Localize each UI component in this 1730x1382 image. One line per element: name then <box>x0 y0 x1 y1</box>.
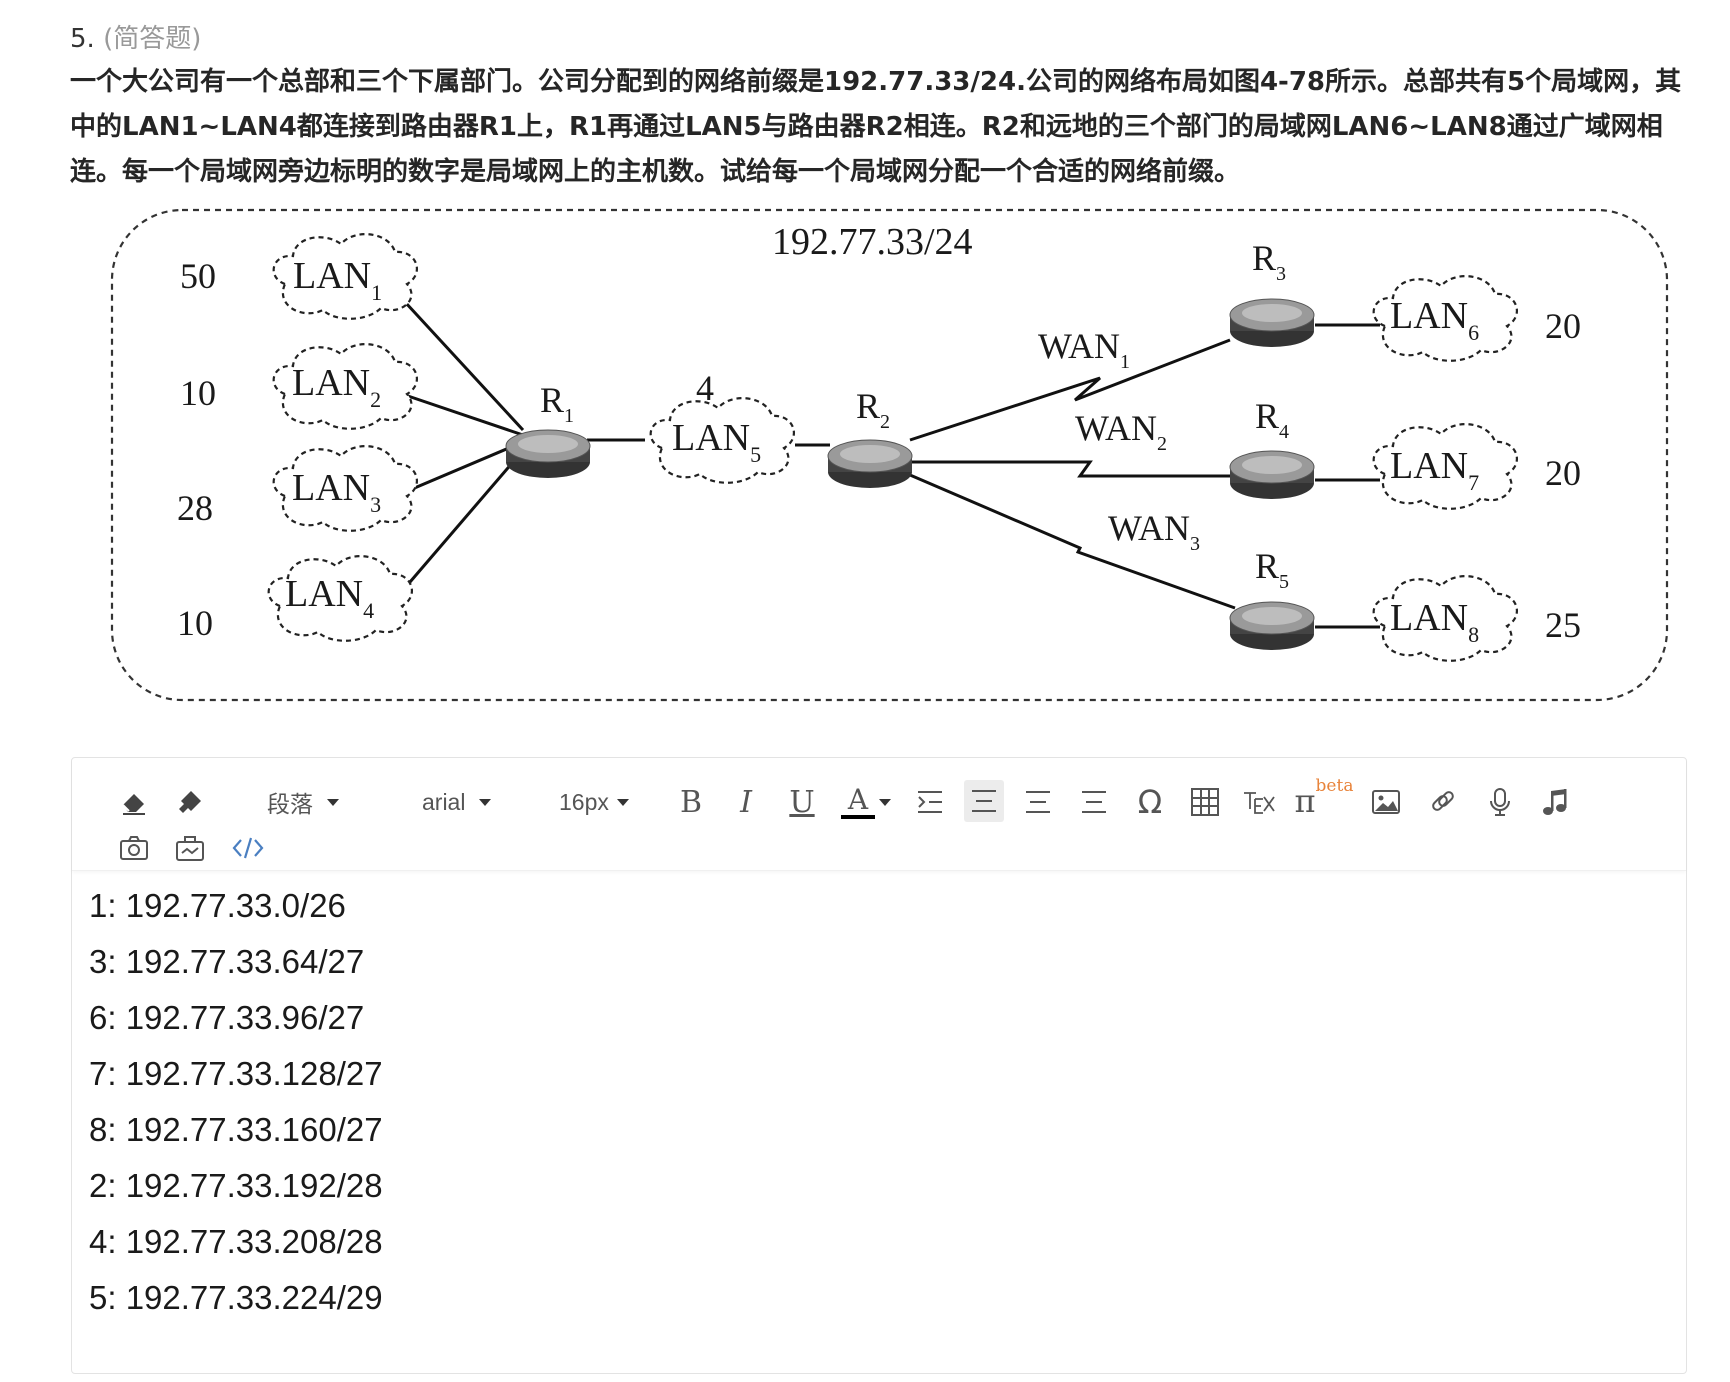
align-center-icon[interactable] <box>964 780 1004 822</box>
paragraph-select[interactable]: 段落 <box>267 782 339 822</box>
font-family-select[interactable]: arial <box>422 782 492 822</box>
answer-line: 7: 192.77.33.128/27 <box>89 1055 383 1092</box>
network-links <box>396 300 1380 629</box>
source-code-icon[interactable] <box>228 830 268 866</box>
router-r4 <box>1229 450 1315 500</box>
bold-button[interactable]: B <box>679 784 703 820</box>
underline-button[interactable]: U <box>789 784 815 820</box>
lan8-label: LAN8 <box>1390 597 1479 647</box>
font-color-letter: A <box>847 783 869 816</box>
answer-editor: 段落 arial 16px B I U A Ω <box>71 757 1687 1374</box>
question-text: 一个大公司有一个总部和三个下属部门。公司分配到的网络前缀是192.77.33/2… <box>70 67 1682 187</box>
router-r1 <box>505 429 591 479</box>
font-size-select[interactable]: 16px <box>559 782 629 822</box>
answer-line: 4: 192.77.33.208/28 <box>89 1223 383 1260</box>
router-r2 <box>827 439 913 489</box>
align-right-icon[interactable] <box>1076 784 1112 820</box>
lan2-host-count: 10 <box>180 373 216 413</box>
camera-icon[interactable] <box>116 830 152 866</box>
align-justify-icon[interactable] <box>1020 784 1056 820</box>
network-diagram: 192.77.33/24 LAN1 LAN2 LAN3 LAN4 LAN5 LA… <box>100 200 1680 710</box>
wan1-label: WAN1 <box>1038 326 1130 373</box>
router-r3-label: R3 <box>1252 238 1286 285</box>
answer-line: 8: 192.77.33.160/27 <box>89 1111 383 1148</box>
font-size-select-value: 16px <box>559 788 609 815</box>
wan3-label: WAN3 <box>1108 508 1200 555</box>
router-r4-label: R4 <box>1255 396 1289 443</box>
lan6-host-count: 20 <box>1545 306 1581 346</box>
answer-line: 6: 192.77.33.96/27 <box>89 999 365 1036</box>
lan4-label: LAN4 <box>285 573 374 623</box>
lan1-label: LAN1 <box>293 255 382 305</box>
lan8-host-count: 25 <box>1545 605 1581 645</box>
lan4-host-count: 10 <box>177 603 213 643</box>
answer-line: 3: 192.77.33.64/27 <box>89 943 365 980</box>
screenshot-icon[interactable] <box>172 830 208 866</box>
answer-line: 1: 192.77.33.0/26 <box>89 887 346 924</box>
font-color-swatch <box>841 815 875 819</box>
link-icon[interactable] <box>1425 784 1461 820</box>
font-family-select-value: arial <box>422 788 466 815</box>
format-painter-icon[interactable] <box>172 784 208 820</box>
lan5-label: LAN5 <box>672 417 761 467</box>
network-prefix-label: 192.77.33/24 <box>772 221 973 263</box>
special-character-button[interactable]: Ω <box>1137 783 1163 821</box>
router-r3 <box>1229 298 1315 348</box>
lan6-label: LAN6 <box>1390 295 1479 345</box>
table-icon[interactable] <box>1187 784 1223 820</box>
lan1-host-count: 50 <box>180 256 216 296</box>
chevron-down-icon <box>327 798 339 806</box>
router-r2-label: R2 <box>856 386 890 433</box>
chevron-down-icon <box>879 798 891 806</box>
router-r5-label: R5 <box>1255 546 1289 593</box>
router-r5 <box>1229 601 1315 651</box>
chevron-down-icon <box>616 798 629 806</box>
lan7-label: LAN7 <box>1390 445 1479 495</box>
headquarters-boundary <box>110 208 1669 702</box>
eraser-icon[interactable] <box>116 784 152 820</box>
wan2-label: WAN2 <box>1075 408 1167 455</box>
audio-icon[interactable] <box>1536 784 1572 820</box>
image-icon[interactable] <box>1368 784 1404 820</box>
answer-line: 5: 192.77.33.224/29 <box>89 1279 383 1316</box>
question-number: 5. <box>70 24 95 54</box>
tex-formula-icon[interactable] <box>1240 784 1280 820</box>
lan3-label: LAN3 <box>292 467 381 517</box>
network-diagram-svg: 192.77.33/24 LAN1 LAN2 LAN3 LAN4 LAN5 LA… <box>110 208 1669 702</box>
question-header: 5. (简答题) <box>70 18 201 55</box>
indent-icon[interactable] <box>912 784 948 820</box>
font-color-button[interactable]: A <box>838 778 894 826</box>
pi-icon: π <box>1294 782 1316 820</box>
router-r1-label: R1 <box>540 380 574 427</box>
pi-formula-button[interactable]: π beta <box>1292 776 1356 826</box>
beta-badge: beta <box>1315 776 1354 796</box>
lan2-label: LAN2 <box>292 362 381 412</box>
question-type: (简答题) <box>103 24 202 54</box>
lan7-host-count: 20 <box>1545 453 1581 493</box>
editor-toolbar: 段落 arial 16px B I U A Ω <box>72 758 1686 871</box>
microphone-icon[interactable] <box>1482 784 1518 820</box>
answer-line: 2: 192.77.33.192/28 <box>89 1167 383 1204</box>
lan5-host-count: 4 <box>696 368 714 408</box>
italic-button[interactable]: I <box>740 784 752 820</box>
lan3-host-count: 28 <box>177 488 213 528</box>
editor-content[interactable]: 1: 192.77.33.0/26 3: 192.77.33.64/27 6: … <box>89 878 383 1326</box>
paragraph-select-value: 段落 <box>267 791 313 817</box>
chevron-down-icon <box>479 798 492 806</box>
